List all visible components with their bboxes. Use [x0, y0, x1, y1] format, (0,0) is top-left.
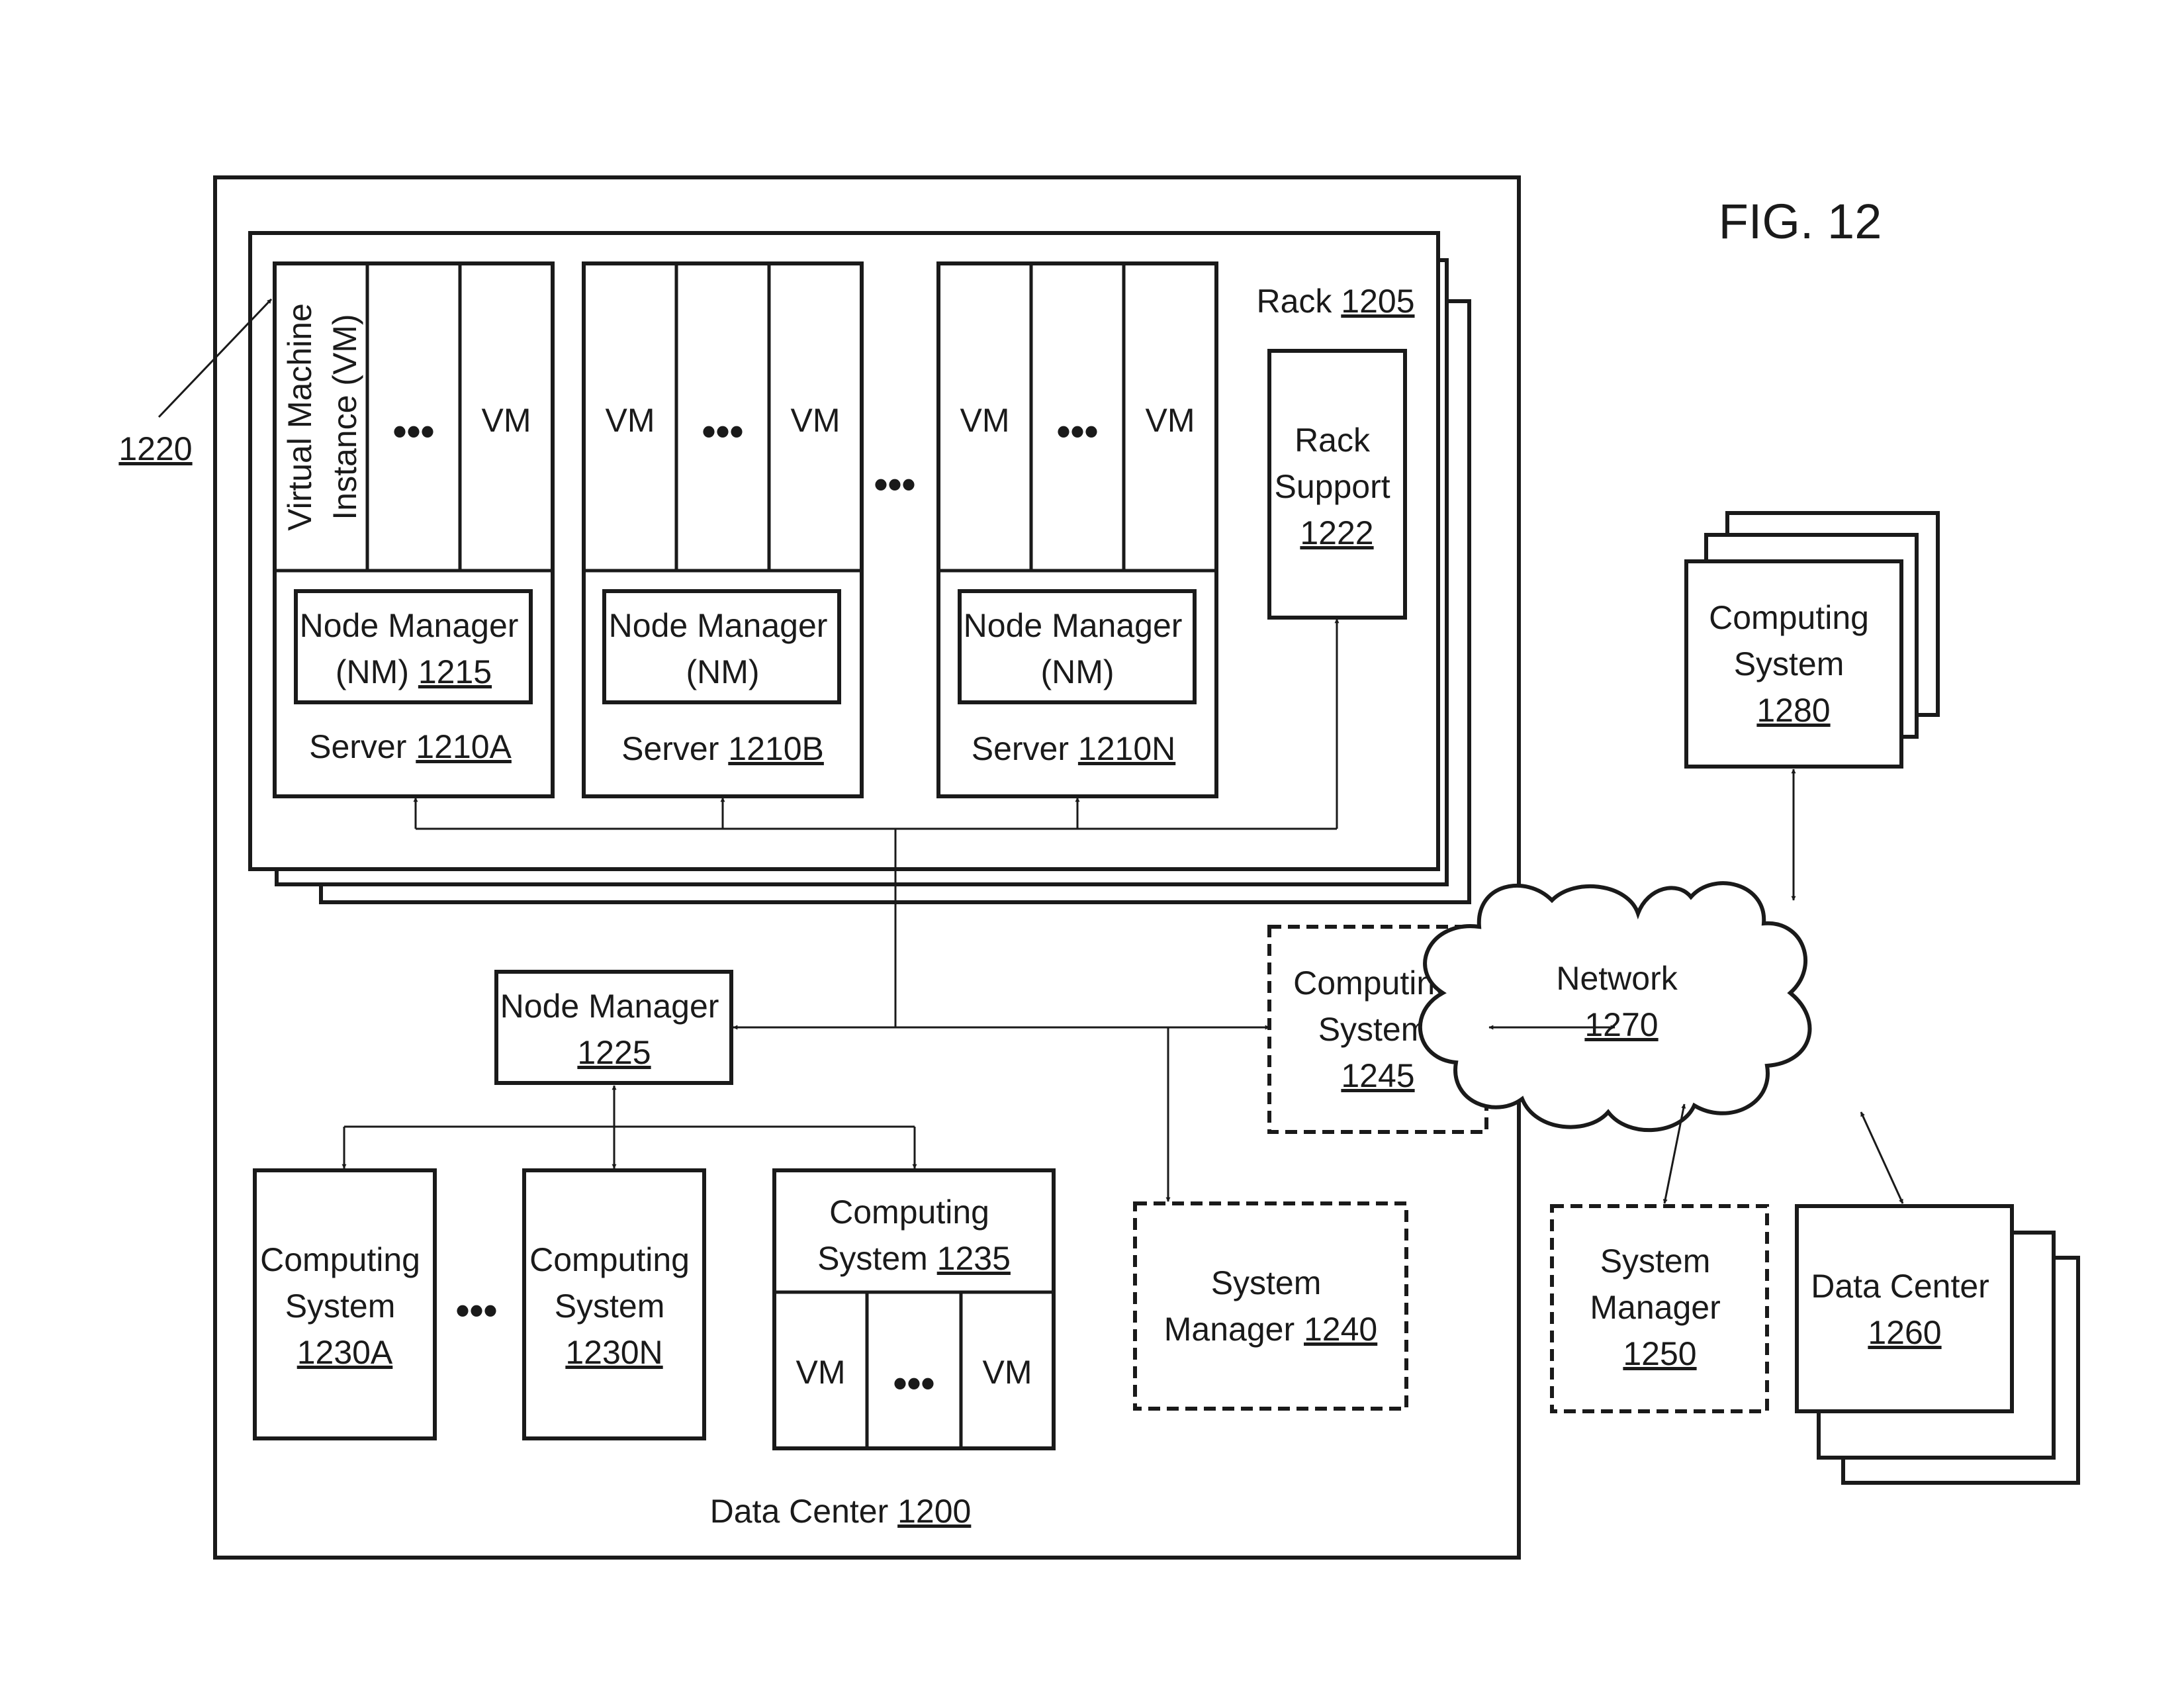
vm-label: VM: [606, 402, 655, 439]
system-manager-1240-box: [1135, 1203, 1406, 1409]
vm-label: VM: [482, 402, 531, 439]
server-1210b-label: Server 1210B: [621, 730, 824, 767]
server-1210n: VM ••• VM Node Manager (NM) Server 1210N: [938, 263, 1216, 796]
vm-label: VM: [960, 402, 1010, 439]
vm-instance-label-line1: Virtual Machine: [281, 303, 318, 531]
rack-1205-label: Rack 1205: [1256, 283, 1414, 320]
computing-system-1235: Computing System 1235 VM ••• VM: [774, 1170, 1054, 1448]
ellipsis: •••: [392, 409, 434, 453]
vm-label: VM: [796, 1354, 846, 1391]
server-1210a: Virtual Machine Instance (VM) ••• VM Nod…: [275, 263, 553, 796]
vm-label: VM: [791, 402, 841, 439]
data-center-1200-label: Data Center 1200: [710, 1493, 972, 1530]
server-1210n-label: Server 1210N: [972, 730, 1176, 767]
ellipsis: •••: [893, 1361, 934, 1405]
dc1260-network-link: [1861, 1112, 1903, 1203]
data-center-1260-box: [1797, 1206, 2012, 1411]
figure-label: FIG. 12: [1719, 194, 1882, 249]
vm-instance-label-line2: Instance (VM): [326, 314, 363, 520]
callout-1220: 1220: [118, 430, 192, 467]
server-1210b: VM ••• VM Node Manager (NM) Server 1210B: [584, 263, 862, 796]
computing-systems-ellipsis: •••: [455, 1288, 497, 1333]
server-1210a-label: Server 1210A: [309, 728, 512, 765]
ellipsis: •••: [702, 409, 743, 453]
ellipsis: •••: [1056, 409, 1098, 453]
vm-label: VM: [1146, 402, 1195, 439]
servers-ellipsis: •••: [874, 462, 915, 506]
vm-label: VM: [983, 1354, 1032, 1391]
